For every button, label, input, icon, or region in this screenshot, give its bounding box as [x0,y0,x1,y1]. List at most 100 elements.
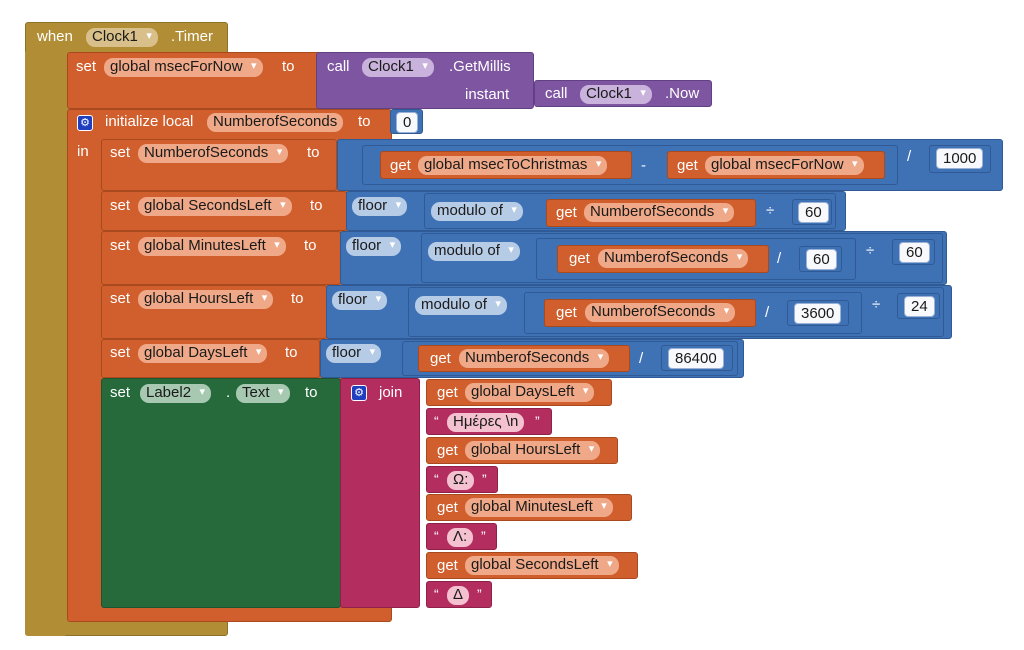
get-keyword: get [437,442,458,459]
text-string-block[interactable]: “ Δ ” [426,581,492,608]
number-60-block[interactable]: 60 [799,246,842,272]
join-block[interactable]: ⚙ join [340,378,420,608]
number-value[interactable]: 86400 [668,348,724,369]
text-value[interactable]: Λ: [447,528,474,547]
variable-dropdown[interactable]: NumberofSeconds [598,249,749,268]
variable-dropdown[interactable]: global msecForNow [705,156,864,175]
divide-operator[interactable]: / [777,250,782,267]
property-dropdown[interactable]: Text [236,384,290,403]
number-value[interactable]: 60 [806,249,837,270]
variable-dropdown[interactable]: global SecondsLeft [465,556,619,575]
variable-dropdown[interactable]: global DaysLeft [138,344,268,363]
variable-dropdown[interactable]: global HoursLeft [138,290,274,309]
number-value[interactable]: 3600 [794,303,842,324]
join-keyword: join [379,384,403,401]
set-numberofseconds-block[interactable]: set NumberofSeconds to [101,139,337,191]
divide-operator[interactable]: / [639,350,644,367]
number-60-block[interactable]: 60 [892,239,935,265]
get-numberofseconds-block[interactable]: get NumberofSeconds [418,345,630,372]
get-keyword: get [677,157,698,174]
number-3600-block[interactable]: 3600 [787,300,849,326]
component-dropdown[interactable]: Label2 [140,384,212,403]
text-value[interactable]: Δ [447,586,470,605]
set-keyword: set [110,344,131,361]
variable-dropdown[interactable]: global MinutesLeft [138,237,286,256]
set-secondsleft-block[interactable]: set global SecondsLeft to [101,191,347,231]
text-string-block[interactable]: “ Ημέρες \n ” [426,408,552,435]
floor-dropdown[interactable]: floor [332,291,388,310]
when-keyword: when [37,28,73,45]
floor-dropdown[interactable]: floor [346,237,402,256]
divide-operator[interactable]: / [765,304,770,321]
component-dropdown[interactable]: Clock1 [362,58,434,77]
get-numberofseconds-block[interactable]: get NumberofSeconds [546,199,756,227]
get-msectochristmas-block[interactable]: get global msecToChristmas [380,151,632,179]
variable-dropdown[interactable]: global msecForNow [104,58,263,77]
set-keyword: set [110,144,131,161]
get-hoursleft-block[interactable]: get global HoursLeft [426,437,618,464]
local-var-name[interactable]: NumberofSeconds [207,113,344,132]
modulo-dropdown[interactable]: modulo of [415,296,507,315]
set-label-text-block[interactable]: set Label2 . Text to [101,378,341,608]
modulo-dropdown[interactable]: modulo of [428,242,520,261]
to-keyword: to [285,344,298,361]
get-secondsleft-block[interactable]: get global SecondsLeft [426,552,638,579]
text-string-block[interactable]: “ Λ: ” [426,523,497,550]
get-numberofseconds-block[interactable]: get NumberofSeconds [557,245,769,273]
number-value[interactable]: 0 [396,112,419,133]
variable-dropdown[interactable]: NumberofSeconds [584,203,735,222]
to-keyword: to [358,113,371,130]
set-hoursleft-block[interactable]: set global HoursLeft to [101,285,327,339]
variable-dropdown[interactable]: global SecondsLeft [138,197,292,216]
number-value[interactable]: 24 [904,296,935,317]
variable-dropdown[interactable]: NumberofSeconds [459,349,610,368]
arg-label: instant [465,86,510,103]
variable-dropdown[interactable]: NumberofSeconds [585,303,736,322]
init-value-number-block[interactable]: 0 [390,109,423,134]
divide-operator[interactable]: ÷ [866,242,875,259]
set-keyword: set [110,384,131,401]
divide-operator[interactable]: ÷ [872,296,881,313]
text-string-block[interactable]: “ Ω: ” [426,466,498,493]
text-value[interactable]: Ω: [447,471,475,490]
number-value[interactable]: 60 [899,242,930,263]
get-numberofseconds-block[interactable]: get NumberofSeconds [544,299,756,327]
floor-dropdown[interactable]: floor [352,197,408,216]
get-keyword: get [556,204,577,221]
modulo-dropdown[interactable]: modulo of [431,202,523,221]
event-component-dropdown[interactable]: Clock1 [86,28,158,47]
divide-operator[interactable]: / [907,148,912,165]
get-keyword: get [430,350,451,367]
get-minutesleft-block[interactable]: get global MinutesLeft [426,494,632,521]
set-keyword: set [110,197,131,214]
method-name: .GetMillis [449,58,511,75]
call-getmillis-block[interactable]: call Clock1 .GetMillis instant [316,52,534,109]
number-60-block[interactable]: 60 [792,199,832,225]
floor-dropdown[interactable]: floor [326,344,382,363]
get-keyword: get [437,384,458,401]
call-now-block[interactable]: call Clock1 .Now [534,80,712,107]
number-value[interactable]: 1000 [936,148,984,169]
get-msecfornow-block[interactable]: get global msecForNow [667,151,885,179]
number-86400-block[interactable]: 86400 [661,345,733,371]
variable-dropdown[interactable]: global HoursLeft [465,441,601,460]
gear-icon[interactable]: ⚙ [351,385,367,401]
variable-dropdown[interactable]: global msecToChristmas [418,156,608,175]
number-24-block[interactable]: 24 [897,293,940,319]
component-dropdown[interactable]: Clock1 [580,85,652,104]
set-daysleft-block[interactable]: set global DaysLeft to [101,339,320,378]
set-minutesleft-block[interactable]: set global MinutesLeft to [101,231,341,285]
variable-dropdown[interactable]: NumberofSeconds [138,144,289,163]
get-daysleft-block[interactable]: get global DaysLeft [426,379,612,406]
number-value[interactable]: 60 [798,202,829,223]
gear-icon[interactable]: ⚙ [77,115,93,131]
text-value[interactable]: Ημέρες \n [447,413,525,432]
get-keyword: get [437,557,458,574]
divide-operator[interactable]: ÷ [766,202,775,219]
variable-dropdown[interactable]: global MinutesLeft [465,498,613,517]
to-keyword: to [282,58,295,75]
get-keyword: get [390,157,411,174]
variable-dropdown[interactable]: global DaysLeft [465,383,595,402]
minus-operator[interactable]: - [641,157,646,174]
number-1000-block[interactable]: 1000 [929,145,991,173]
